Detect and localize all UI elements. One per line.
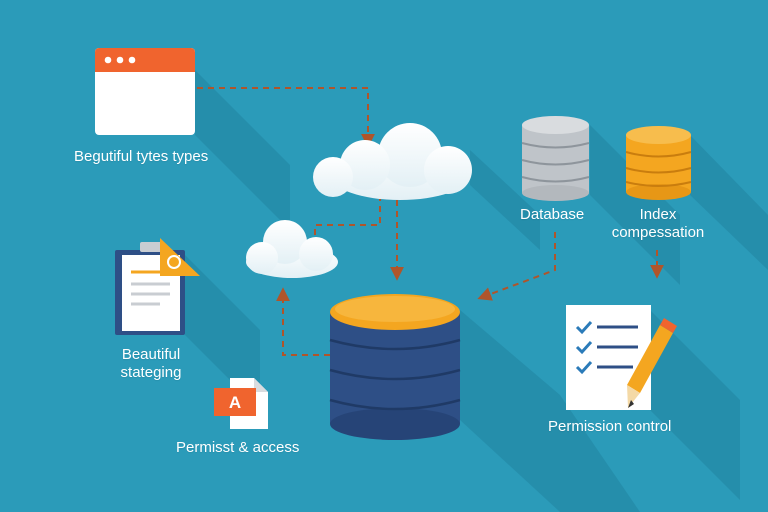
connector-browser-cloud	[197, 87, 375, 148]
permission-label: Permission control	[548, 418, 672, 435]
index-label-line1: Index	[639, 206, 677, 223]
cloud-icon-small	[246, 220, 338, 278]
pencil-icon	[627, 318, 677, 408]
gray-database-icon	[521, 116, 590, 201]
index-label-line2: compessation	[611, 224, 705, 241]
cloud-icon-large	[313, 123, 472, 200]
connector-main-to-small-cloud	[276, 287, 330, 356]
connector-database-to-main	[477, 232, 556, 301]
connector-cloud-center	[308, 195, 381, 253]
access-label: Permisst & access	[176, 439, 300, 456]
browser-window-icon	[95, 48, 195, 135]
database-label: Database	[520, 206, 585, 223]
icon-shadows	[185, 70, 768, 512]
pdf-document-icon: A	[214, 378, 268, 429]
browser-label: Begutiful tytes types	[74, 148, 209, 165]
clipboard-icon	[115, 238, 200, 335]
main-database-icon	[329, 294, 461, 440]
staging-label-line2: stateging	[120, 364, 182, 381]
gold-database-icon	[625, 126, 692, 200]
staging-label-line1: Beautiful	[121, 346, 181, 363]
connectors	[197, 87, 664, 356]
pdf-letter: A	[229, 393, 241, 412]
